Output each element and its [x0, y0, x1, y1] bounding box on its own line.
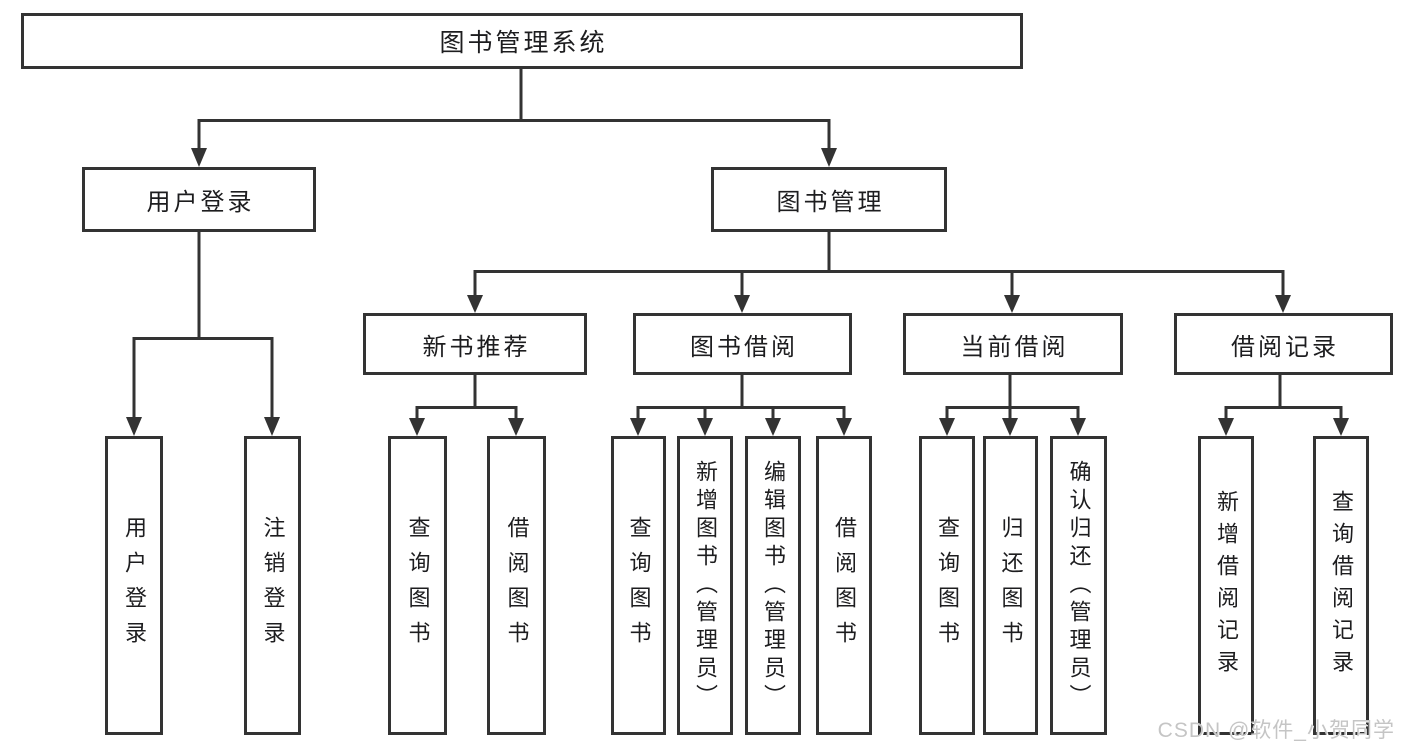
leaf-query-books-borrowing: 查询图书 [611, 436, 666, 735]
watermark: CSDN @软件_小贺同学 [1157, 719, 1395, 742]
leaf-logout: 注销登录 [244, 436, 301, 735]
leaf-query-books-recommend: 查询图书 [388, 436, 447, 735]
leaf-borrow-books-recommend: 借阅图书 [487, 436, 546, 735]
leaf-return-books: 归还图书 [983, 436, 1038, 735]
node-library-management-system: 图书管理系统 [21, 13, 1023, 69]
leaf-borrow-books-borrowing: 借阅图书 [816, 436, 872, 735]
node-borrowing-records: 借阅记录 [1174, 313, 1393, 375]
leaf-add-books-admin: 新增图书（管理员） [677, 436, 733, 735]
node-user-login: 用户登录 [82, 167, 316, 232]
node-book-borrowing: 图书借阅 [633, 313, 852, 375]
node-new-book-recommendation: 新书推荐 [363, 313, 587, 375]
leaf-edit-books-admin: 编辑图书（管理员） [745, 436, 801, 735]
leaf-add-borrow-record: 新增借阅记录 [1198, 436, 1254, 735]
node-book-management: 图书管理 [711, 167, 947, 232]
leaf-confirm-return-admin: 确认归还（管理员） [1050, 436, 1107, 735]
leaf-user-login: 用户登录 [105, 436, 163, 735]
node-current-borrowing: 当前借阅 [903, 313, 1123, 375]
leaf-query-books-current: 查询图书 [919, 436, 975, 735]
leaf-query-borrow-record: 查询借阅记录 [1313, 436, 1369, 735]
